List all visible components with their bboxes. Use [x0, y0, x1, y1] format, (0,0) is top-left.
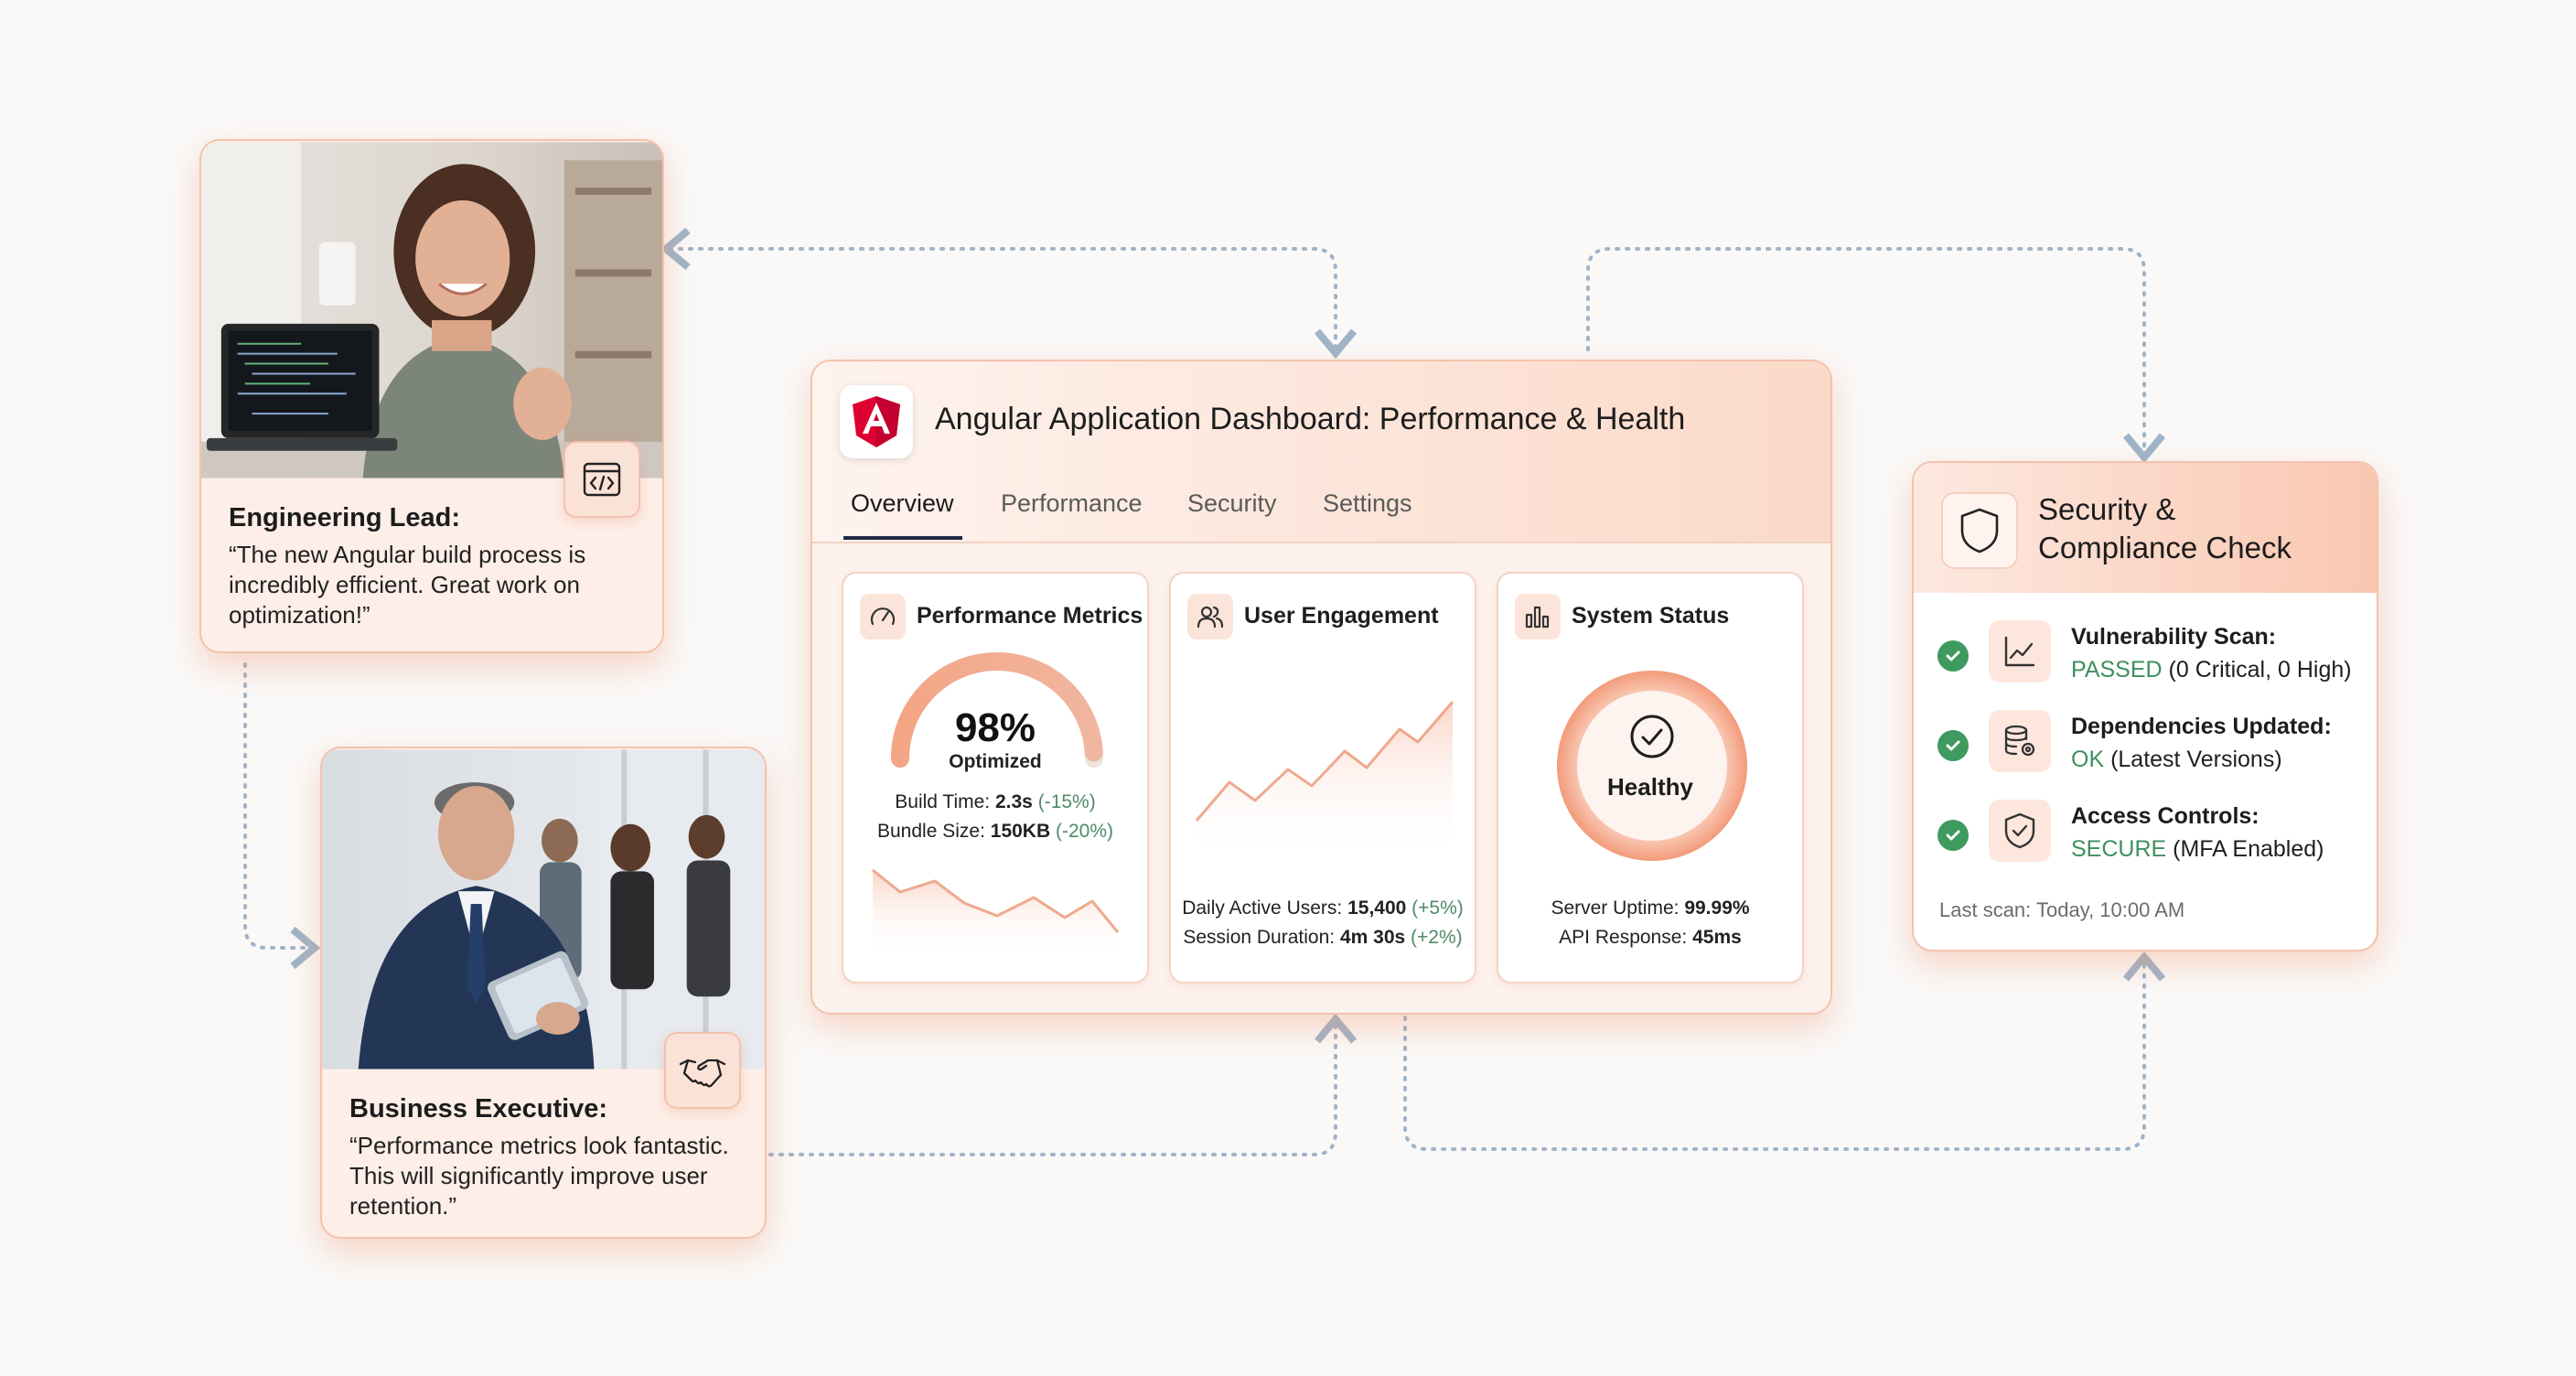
- handshake-icon: [679, 1059, 726, 1088]
- build-time-stat: Build Time: 2.3s (-15%): [895, 791, 1096, 812]
- system-status-panel: System Status Healthy Server Uptime: 99.…: [1497, 572, 1804, 984]
- check-item-dependencies: Dependencies Updated: OK (Latest Version…: [1937, 710, 2367, 783]
- access-controls-result: SECURE (MFA Enabled): [2071, 836, 2324, 862]
- engineering-lead-photo: [201, 142, 662, 478]
- security-header-badge: [1941, 492, 2018, 569]
- passed-check-icon: [1937, 640, 1969, 672]
- shield-check-icon: [2004, 812, 2035, 849]
- check-item-vulnerability-scan: Vulnerability Scan: PASSED (0 Critical, …: [1937, 620, 2367, 693]
- users-icon: [1197, 606, 1224, 629]
- dependencies-label: Dependencies Updated:: [2071, 714, 2332, 739]
- connector-executive-to-dashboard: [768, 1013, 1358, 1156]
- dashboard-title: Angular Application Dashboard: Performan…: [935, 402, 1686, 436]
- shield-icon: [1960, 508, 1999, 554]
- engineering-lead-badge: [564, 441, 640, 518]
- passed-check-icon: [1937, 820, 1969, 851]
- angular-logo: [840, 385, 913, 458]
- session-duration-stat: Session Duration: 4m 30s (+2%): [1183, 927, 1463, 948]
- performance-panel-title: Performance Metrics: [917, 603, 1143, 629]
- bar-chart-icon: [1525, 606, 1550, 629]
- dependencies-result: OK (Latest Versions): [2071, 747, 2282, 772]
- business-executive-card: Business Executive: “Performance metrics…: [320, 747, 767, 1239]
- daily-active-users-stat: Daily Active Users: 15,400 (+5%): [1182, 898, 1464, 919]
- tab-overview[interactable]: Overview: [851, 489, 954, 517]
- engagement-panel-icon: [1187, 594, 1233, 640]
- security-compliance-card: Security & Compliance Check Vulnerabilit…: [1912, 461, 2378, 951]
- tab-performance[interactable]: Performance: [1001, 489, 1143, 517]
- connector-lead-to-dashboard: [660, 227, 1358, 360]
- vulnerability-scan-badge: [1989, 620, 2051, 683]
- vulnerability-scan-label: Vulnerability Scan:: [2071, 624, 2277, 650]
- engineering-lead-role: Engineering Lead:: [229, 503, 460, 532]
- connector-dashboard-to-security-bottom: [1403, 951, 2166, 1151]
- bundle-size-stat: Bundle Size: 150KB (-20%): [877, 821, 1113, 842]
- server-uptime-stat: Server Uptime: 99.99%: [1551, 898, 1750, 919]
- business-executive-quote: “Performance metrics look fantastic. Thi…: [349, 1132, 729, 1220]
- gauge-label: Optimized: [949, 751, 1042, 772]
- tab-settings[interactable]: Settings: [1323, 489, 1412, 517]
- business-executive-role: Business Executive:: [349, 1094, 608, 1123]
- engagement-panel-title: User Engagement: [1244, 603, 1439, 629]
- passed-check-icon: [1937, 730, 1969, 761]
- angular-dashboard-card: Angular Application Dashboard: Performan…: [810, 360, 1832, 1015]
- last-scan-timestamp: Last scan: Today, 10:00 AM: [1939, 898, 2185, 921]
- security-title: Security & Compliance Check: [2038, 492, 2292, 564]
- performance-metrics-panel: Performance Metrics 98% Optimized Build …: [842, 572, 1149, 984]
- system-panel-icon: [1515, 594, 1561, 640]
- engineering-lead-quote: “The new Angular build process is incred…: [229, 541, 586, 629]
- user-engagement-panel: User Engagement Daily Active Users: 15,4…: [1169, 572, 1476, 984]
- access-controls-badge: [1989, 800, 2051, 862]
- performance-panel-icon: [860, 594, 906, 640]
- angular-logo-icon: [853, 396, 900, 447]
- active-tab-indicator: [843, 536, 962, 540]
- gauge-value: 98%: [954, 705, 1036, 750]
- dependencies-badge: [1989, 710, 2051, 772]
- engagement-trend-chart: [1195, 701, 1454, 857]
- tab-security[interactable]: Security: [1187, 489, 1277, 517]
- business-executive-badge: [664, 1032, 741, 1109]
- performance-gauge: [891, 652, 1103, 768]
- header-divider: [812, 542, 1830, 543]
- system-health-status: Healthy: [1607, 773, 1693, 801]
- api-response-stat: API Response: 45ms: [1559, 927, 1742, 948]
- code-window-icon: [583, 462, 621, 497]
- connector-lead-to-executive: [243, 662, 321, 970]
- health-ring: [1557, 671, 1747, 861]
- vulnerability-scan-result: PASSED (0 Critical, 0 High): [2071, 657, 2352, 683]
- access-controls-label: Access Controls:: [2071, 803, 2259, 829]
- system-panel-title: System Status: [1572, 603, 1730, 629]
- performance-trend-sparkline: [872, 868, 1120, 958]
- connector-dashboard-to-security: [1586, 247, 2166, 464]
- database-settings-icon: [2004, 725, 2035, 757]
- dashboard-header: [812, 361, 1830, 543]
- check-item-access-controls: Access Controls: SECURE (MFA Enabled): [1937, 800, 2367, 873]
- gauge-fill: [891, 652, 1103, 768]
- check-circle-icon: [1630, 715, 1674, 758]
- speedometer-icon: [870, 607, 896, 626]
- business-executive-photo: [322, 749, 765, 1070]
- line-chart-icon: [2004, 636, 2035, 667]
- engineering-lead-card: Engineering Lead: “The new Angular build…: [199, 139, 664, 653]
